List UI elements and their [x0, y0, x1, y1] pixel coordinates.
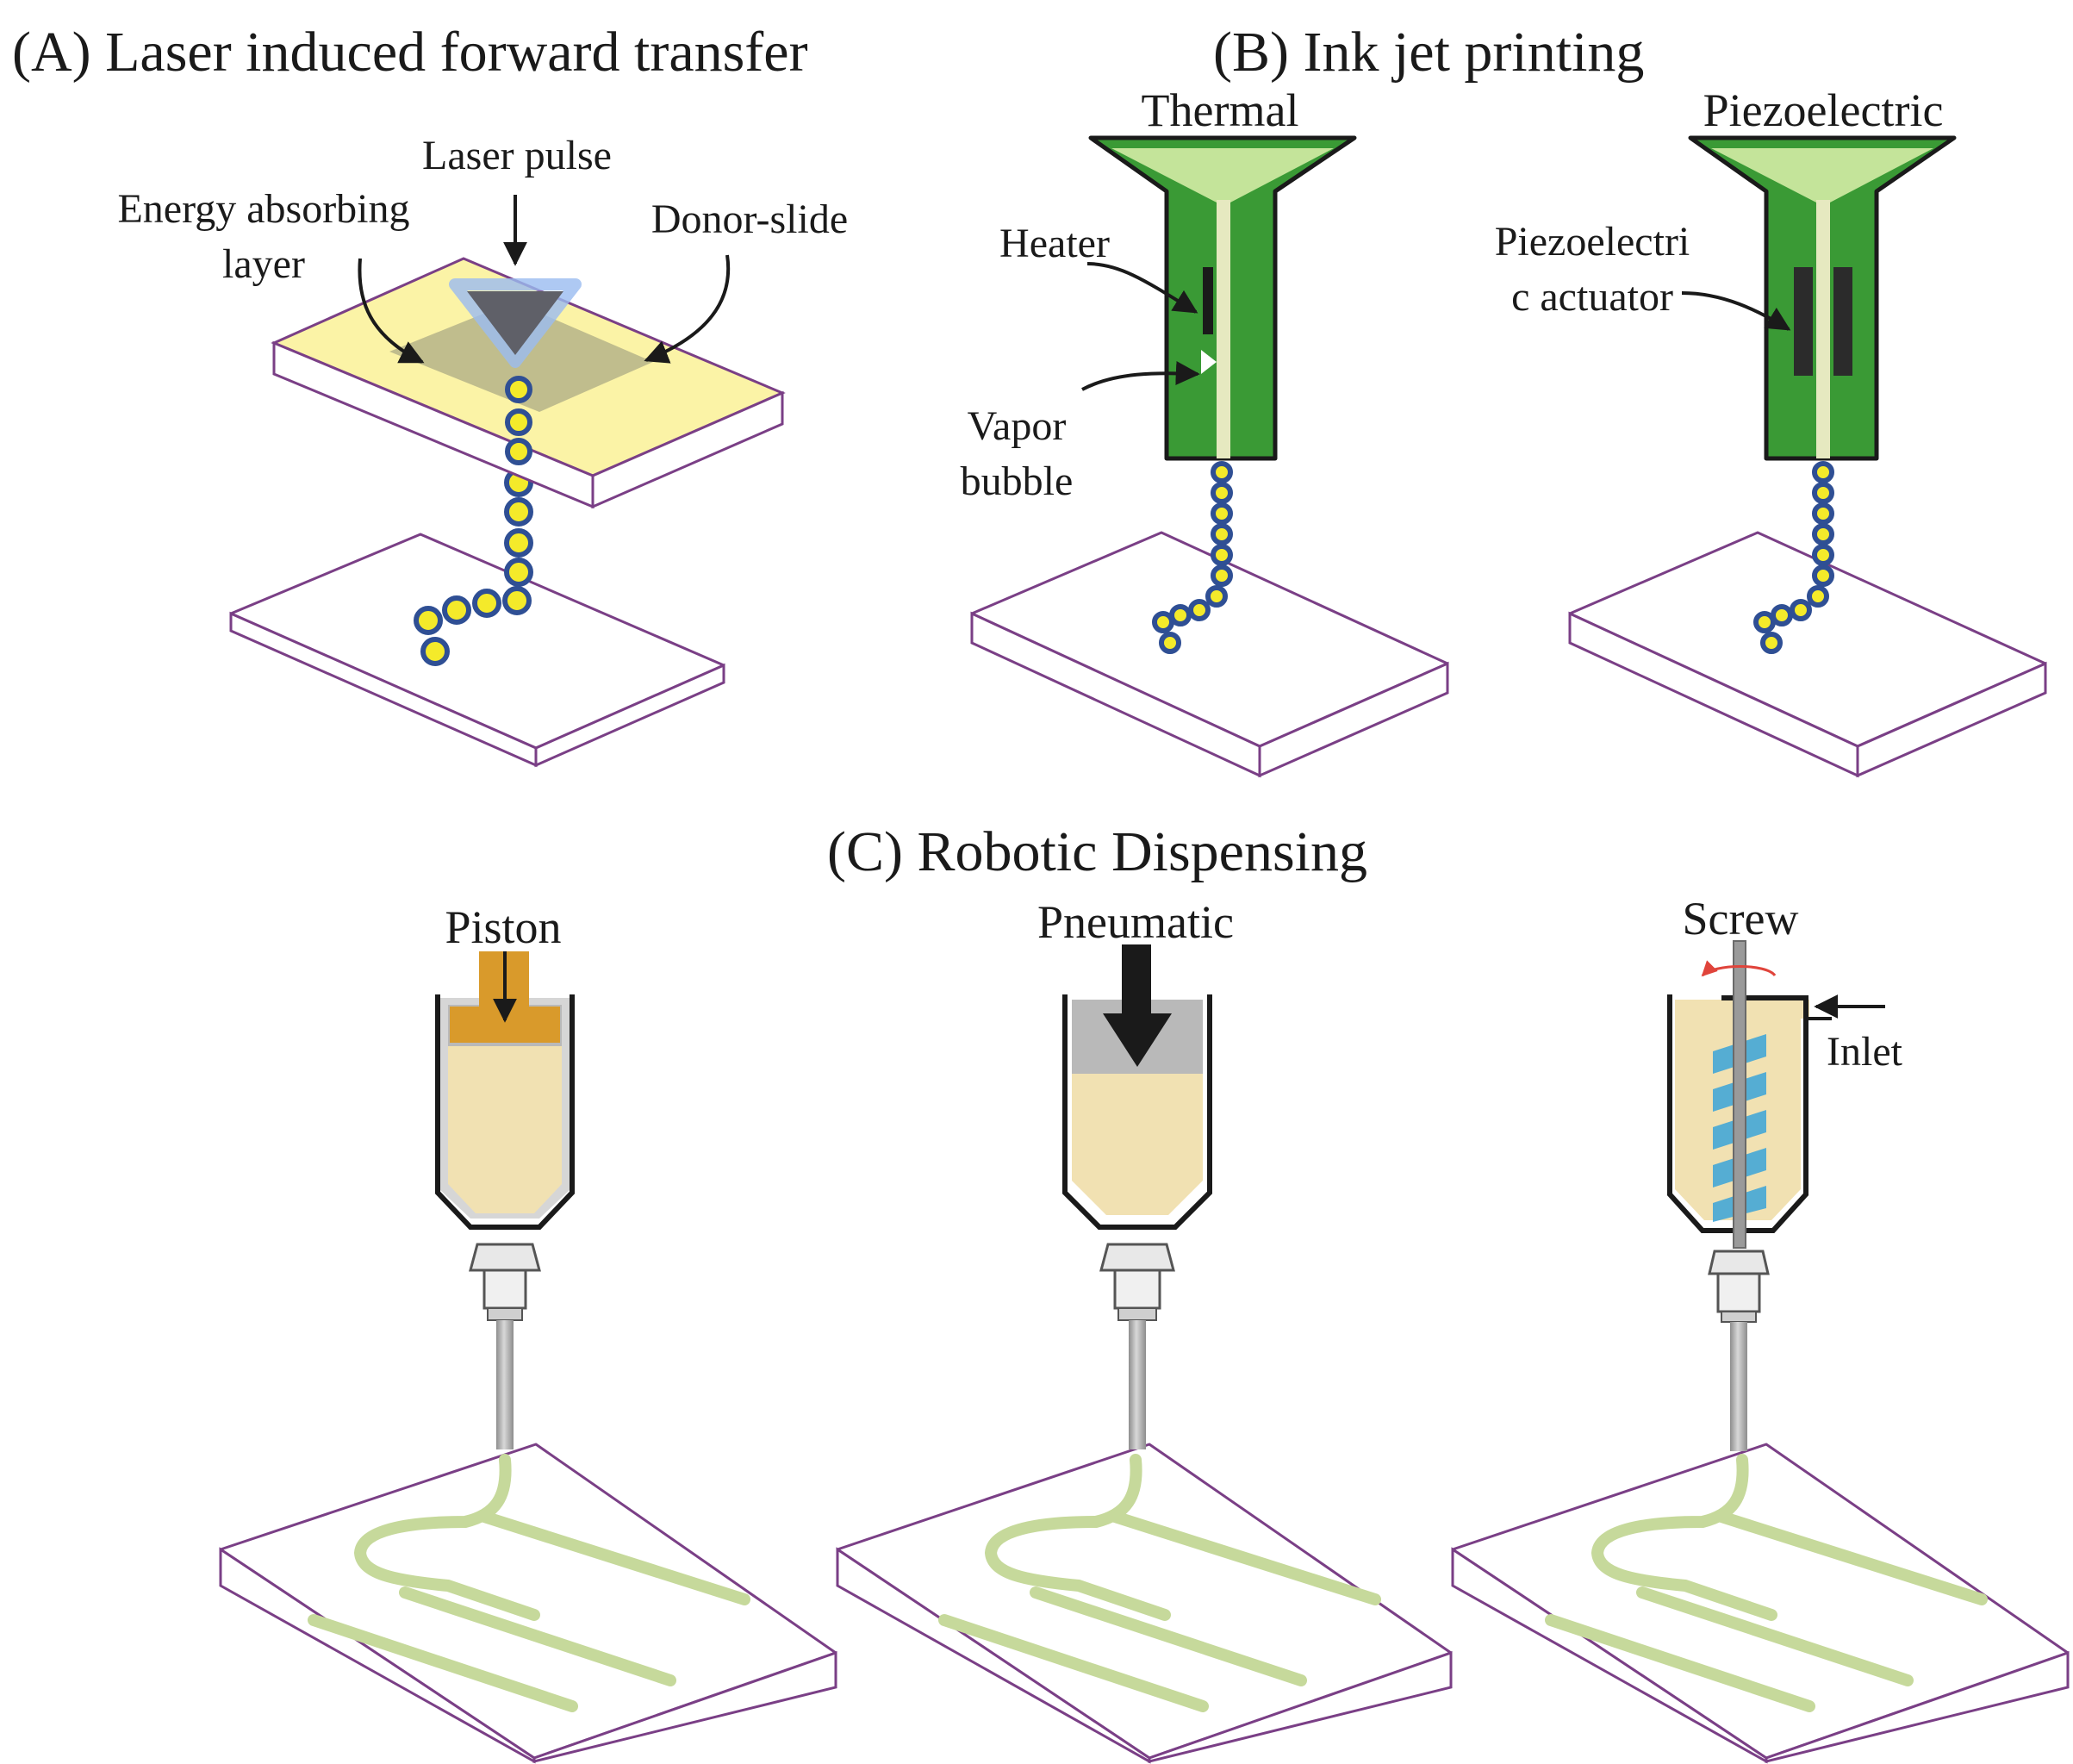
piston-print-slide	[219, 1443, 837, 1764]
pneumatic-syringe	[1062, 944, 1212, 1449]
screw-syringe	[1667, 940, 1885, 1451]
vapor-bubble-label: Vapor	[968, 403, 1067, 449]
rotation-arrow-icon	[1701, 960, 1777, 977]
piezo-actuator-label: Piezoelectri	[1495, 219, 1690, 265]
droplet-icon	[472, 589, 501, 618]
laser-pulse-label: Laser pulse	[422, 133, 612, 178]
panel-a-title: (A) Laser induced forward transfer	[12, 21, 808, 84]
droplet-icon	[504, 528, 533, 558]
droplet-icon	[1152, 611, 1174, 633]
droplet-icon	[502, 586, 532, 615]
energy-layer-pointer	[358, 258, 425, 364]
droplet-icon	[1211, 523, 1233, 545]
vapor-bubble	[1201, 350, 1217, 374]
printed-traces-piston	[308, 1454, 750, 1712]
droplet-icon	[1812, 564, 1834, 587]
droplet-icon	[1188, 599, 1211, 621]
thermal-receiving-slide	[970, 531, 1449, 778]
droplet-stream-a	[414, 468, 533, 666]
piezo-actuator-label-line2: c actuator	[1511, 274, 1673, 320]
piezoelectric-label: Piezoelectric	[1703, 84, 1944, 136]
droplet-icon	[414, 606, 443, 635]
inlet-label: Inlet	[1827, 1029, 1903, 1075]
droplet-icon	[1211, 564, 1233, 587]
droplet-icon	[1812, 482, 1834, 504]
droplet-icon	[1211, 502, 1233, 525]
piezo-actuator-right	[1833, 267, 1852, 376]
energy-absorbing-label-line2: layer	[222, 241, 305, 287]
thermal-inkjet-nozzle	[1088, 135, 1357, 461]
pneumatic-label: Pneumatic	[1037, 896, 1234, 948]
droplet-stream-a-upper	[505, 376, 532, 465]
droplet-icon	[442, 595, 471, 625]
donor-slide-label: Donor-slide	[651, 196, 848, 242]
piezo-receiving-slide	[1568, 531, 2047, 778]
panel-a: (A) Laser induced forward transfer Laser…	[12, 21, 848, 768]
panel-b-title: (B) Ink jet printing	[1213, 21, 1644, 84]
piezo-inkjet-nozzle	[1688, 135, 1957, 461]
droplet-icon	[1169, 604, 1192, 626]
screw-print-slide	[1451, 1443, 2070, 1764]
heater-label: Heater	[999, 221, 1110, 266]
droplet-icon	[1807, 585, 1829, 608]
laser-pulse-cone	[449, 278, 582, 368]
receiving-slide	[229, 533, 725, 768]
heater-pointer	[1086, 262, 1198, 314]
energy-absorbing-label: Energy absorbing	[117, 186, 409, 232]
droplet-stream-thermal	[1152, 461, 1233, 654]
droplet-icon	[1211, 461, 1233, 483]
printed-traces-pneumatic	[938, 1454, 1381, 1712]
droplet-icon	[1771, 604, 1793, 626]
droplet-icon	[1790, 599, 1812, 621]
droplet-icon	[1812, 502, 1834, 525]
droplet-icon	[420, 637, 450, 666]
droplet-icon	[1159, 632, 1181, 654]
vapor-bubble-pointer	[1081, 360, 1200, 391]
droplet-icon	[1753, 611, 1776, 633]
droplet-icon	[1205, 585, 1228, 608]
heater-element	[1203, 267, 1213, 334]
piston-syringe	[435, 951, 575, 1449]
arrow-down-icon	[1103, 944, 1172, 1067]
droplet-icon	[504, 497, 533, 527]
droplet-icon	[504, 558, 533, 587]
droplet-icon	[1211, 544, 1233, 566]
screw-label: Screw	[1683, 893, 1799, 944]
piston-label: Piston	[445, 901, 561, 953]
droplet-icon	[505, 438, 532, 465]
droplet-icon	[1812, 544, 1834, 566]
panel-c: (C) Robotic Dispensing Piston Pneumatic …	[219, 820, 2070, 1764]
actuator-pointer	[1681, 291, 1791, 331]
droplet-icon	[505, 408, 532, 436]
droplet-icon	[1812, 523, 1834, 545]
thermal-label: Thermal	[1142, 84, 1299, 136]
screw-shaft	[1733, 940, 1746, 1249]
vapor-bubble-label-line2: bubble	[961, 458, 1074, 504]
droplet-icon	[1211, 482, 1233, 504]
droplet-stream-piezo	[1753, 461, 1834, 654]
droplet-icon	[505, 376, 532, 403]
panel-b: (B) Ink jet printing Thermal Piezoelectr…	[961, 21, 2047, 778]
droplet-icon	[1812, 461, 1834, 483]
piezo-actuator-left	[1794, 267, 1813, 376]
panel-c-title: (C) Robotic Dispensing	[827, 820, 1367, 883]
donor-slide-pointer	[644, 254, 731, 364]
printed-traces-screw	[1545, 1454, 1988, 1712]
droplet-icon	[1760, 632, 1783, 654]
